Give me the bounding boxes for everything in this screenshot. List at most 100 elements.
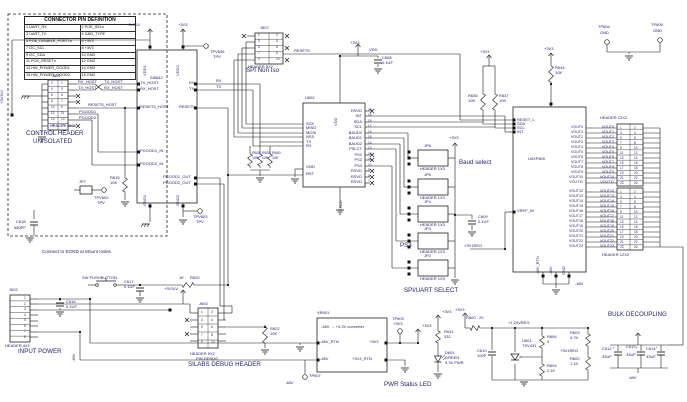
j607-odd-pins: 3: [258, 39, 260, 43]
schematic-label: GND: [600, 30, 609, 35]
schematic-label: +3V3: [393, 321, 403, 326]
header1-odd: 3: [620, 130, 622, 135]
schematic-label: J603: [199, 301, 208, 306]
schematic-label: 10K: [272, 156, 279, 160]
schematic-label: HEADER 5X2: [248, 64, 273, 69]
mainic-vout-a: VOUT10: [569, 175, 583, 179]
mainic-vout-a: VOUT1: [571, 130, 583, 134]
schematic-label: TP607: [309, 373, 321, 378]
pin-pad: [194, 176, 197, 180]
schematic-label: +3V3: [455, 307, 465, 312]
mainic-left-pins: RESET_L: [517, 116, 535, 122]
mainic-vout-b: VOUT18: [569, 219, 583, 223]
j601-odd-pins: 3: [61, 87, 63, 91]
pin-table-cell: 3 UART_TX: [24, 30, 81, 39]
testpoint-icon: [197, 208, 203, 214]
schematic-label: PGOOD1_OUT: [163, 174, 191, 179]
mainic-vout-a: VOUT11: [569, 180, 583, 184]
header2-odd: 21: [620, 239, 624, 244]
schematic-label: 10K: [555, 70, 563, 75]
u602-right-pins: RSVD: [350, 173, 362, 179]
schematic-label: 0.1UF: [124, 284, 135, 289]
schematic-label: +3V1REG: [560, 348, 579, 353]
u602-right-pin-numbers: 20: [368, 107, 372, 112]
header2-even: 10: [634, 209, 638, 214]
schematic-label: PS3: [400, 242, 412, 249]
schematic-label: 10K: [262, 156, 269, 160]
pin-table-cell: 7 I2C_SCL: [24, 44, 81, 53]
jumper-jp2: [417, 259, 449, 277]
j601-odd-pins: 9: [61, 105, 63, 109]
schematic-label: 3.3V PWR: [445, 360, 464, 365]
j601-even-pins: 12: [51, 111, 55, 115]
schematic-label: VDD: [369, 47, 378, 52]
schematic-label: TX: [189, 86, 195, 91]
schematic-label: PGOOD1: [79, 109, 97, 114]
schematic-label: +3V3: [350, 40, 360, 45]
junction-dot: [138, 283, 142, 287]
u602-right-pin-numbers: 17: [368, 124, 372, 128]
resistor-icon: [538, 362, 546, 378]
schematic-label: 1.1K: [570, 361, 579, 366]
schematic-label: C618: [16, 219, 26, 224]
header2-vout-labels: VOUT17: [600, 214, 614, 218]
schematic-label: J602: [9, 287, 18, 292]
junction-dot: [226, 283, 230, 287]
u602-right-pin-numbers: 15: [368, 135, 372, 139]
header1-vout-labels: VOUT8: [602, 165, 614, 169]
header2-even: 2: [634, 189, 636, 194]
header2-vout-labels: VOUT12: [600, 189, 614, 193]
header2-even: 22: [634, 239, 638, 244]
header1-vout-labels: VOUT6: [602, 155, 614, 159]
header1-odd: 19: [620, 170, 624, 175]
pin-pad: [512, 130, 516, 134]
header2-vout-labels: VOUT20: [600, 229, 614, 233]
pin-pad: [316, 341, 320, 345]
pin-pad: [148, 45, 152, 49]
header2-even: 8: [634, 204, 636, 209]
no-connect-icon: [75, 99, 81, 105]
header2-odd: 17: [620, 229, 624, 234]
j601-even-pins: 6: [51, 93, 53, 97]
j607-odd-pins: 9: [258, 57, 260, 61]
mainic-vout-a: VOUT7: [571, 160, 583, 164]
schematic-label: TPV603: [193, 214, 208, 219]
j601-even-pins: 14: [51, 117, 55, 121]
no-connect-icon: [184, 317, 190, 323]
junction-dot: [540, 326, 544, 330]
schematic-label: C617: [124, 279, 134, 284]
pin-table-cell: 15 HW_POWER_GOOD2: [24, 72, 81, 80]
schematic-label: GREEN: [445, 355, 460, 360]
schematic-label: TSV431: [522, 343, 537, 348]
header1-odd: 21: [620, 175, 624, 180]
schematic-label: +: [656, 346, 658, 350]
no-connect-icon: [75, 93, 81, 99]
j602-pins: 8: [24, 334, 26, 339]
schematic-label: -48V: [548, 266, 553, 275]
schematic-label: HEADER 1X3: [420, 249, 445, 254]
u602-left-pins: SCK: [306, 120, 315, 126]
no-connect-icon: [369, 168, 375, 174]
u602-left-pins: NSS: [306, 134, 315, 139]
resistor-icon: [538, 334, 546, 350]
header1-vout-labels: VOUT9: [602, 170, 614, 174]
mainic-vout-a: VOUT5: [571, 150, 583, 154]
j601-odd-pins: 15: [61, 123, 65, 127]
schematic-label: C610: [477, 348, 487, 353]
pin-table-cell: 2 POE_SELn: [79, 24, 136, 32]
schematic-label: R640: [272, 151, 281, 155]
junction-dot: [123, 106, 127, 110]
header1-even: 18: [634, 165, 638, 170]
schematic-label: C609: [478, 214, 488, 219]
schematic-label: SI8642: [150, 75, 163, 80]
schematic-label: TX: [216, 84, 222, 89]
j607-even-pins: 6: [276, 45, 278, 49]
junction-dot: [226, 173, 230, 177]
u602-right-pins: PSLCT: [349, 146, 362, 151]
header1-odd: 15: [620, 160, 624, 165]
schematic-label: HEADER 1X3: [420, 166, 445, 171]
schematic-label: JP6: [424, 143, 431, 148]
j602-pins: 1: [24, 296, 26, 300]
